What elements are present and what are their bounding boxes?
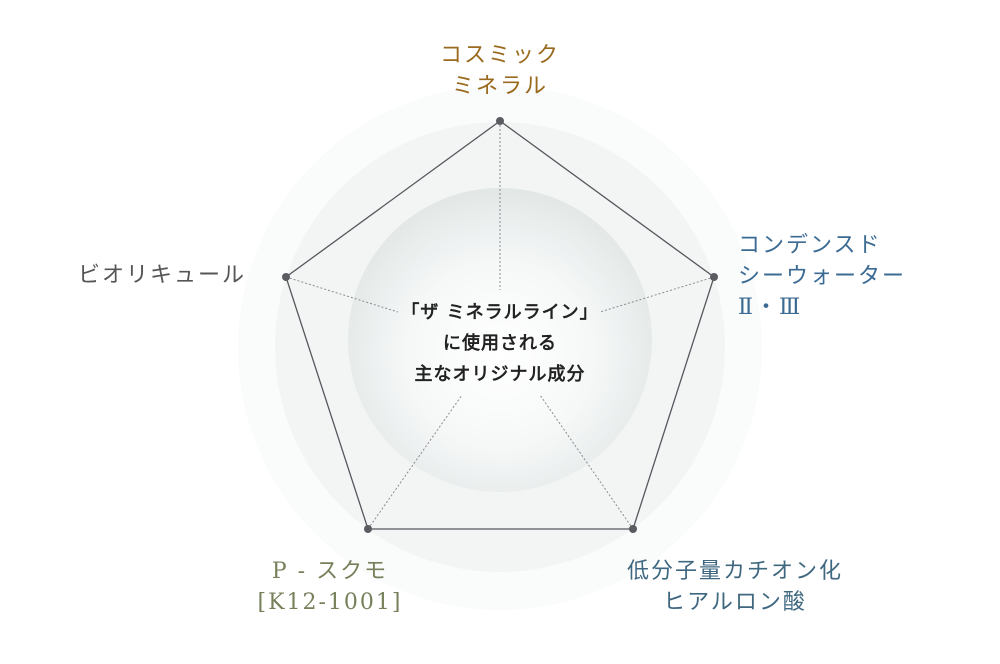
label-hyaluronic-acid-line-2: ヒアルロン酸 [663,590,807,615]
vertex-dot-top [496,117,504,125]
label-cosmic-mineral: コスミック ミネラル [400,40,600,102]
label-condensed-seawater-line-2: シーウォーター [738,264,907,289]
label-condensed-seawater: コンデンスド シーウォーター Ⅱ・Ⅲ [738,230,906,323]
label-bioliquor-line-1: ビオリキュール [78,263,247,288]
label-hyaluronic-acid-line-1: 低分子量カチオン化 [626,559,843,584]
label-condensed-seawater-line-3: Ⅱ・Ⅲ [738,295,803,320]
label-condensed-seawater-line-1: コンデンスド [738,233,882,258]
vertex-dot-bottom-right [629,525,637,533]
spokes [285,121,715,530]
label-p-sukumo-line-2: [K12-1001] [257,590,403,615]
center-title-line-3: 主なオリジナル成分 [414,364,586,385]
pentagon-outline [285,120,715,530]
label-cosmic-mineral-line-2: ミネラル [451,74,548,99]
vertex-dot-right [710,273,718,281]
label-p-sukumo-line-1: P - スクモ [271,559,389,584]
center-title: 「ザ ミネラルライン」 に使用される 主なオリジナル成分 [370,297,630,390]
vertex-dot-left [282,273,290,281]
vertex-dots [282,117,718,533]
label-hyaluronic-acid: 低分子量カチオン化 ヒアルロン酸 [600,556,870,618]
label-bioliquor: ビオリキュール [78,260,246,291]
label-p-sukumo: P - スクモ [K12-1001] [230,556,430,618]
vertex-dot-bottom-left [364,525,372,533]
inner-circle [348,188,652,492]
center-title-line-1: 「ザ ミネラルライン」 [401,302,599,323]
center-title-line-2: に使用される [443,333,557,354]
label-cosmic-mineral-line-1: コスミック [439,43,560,68]
